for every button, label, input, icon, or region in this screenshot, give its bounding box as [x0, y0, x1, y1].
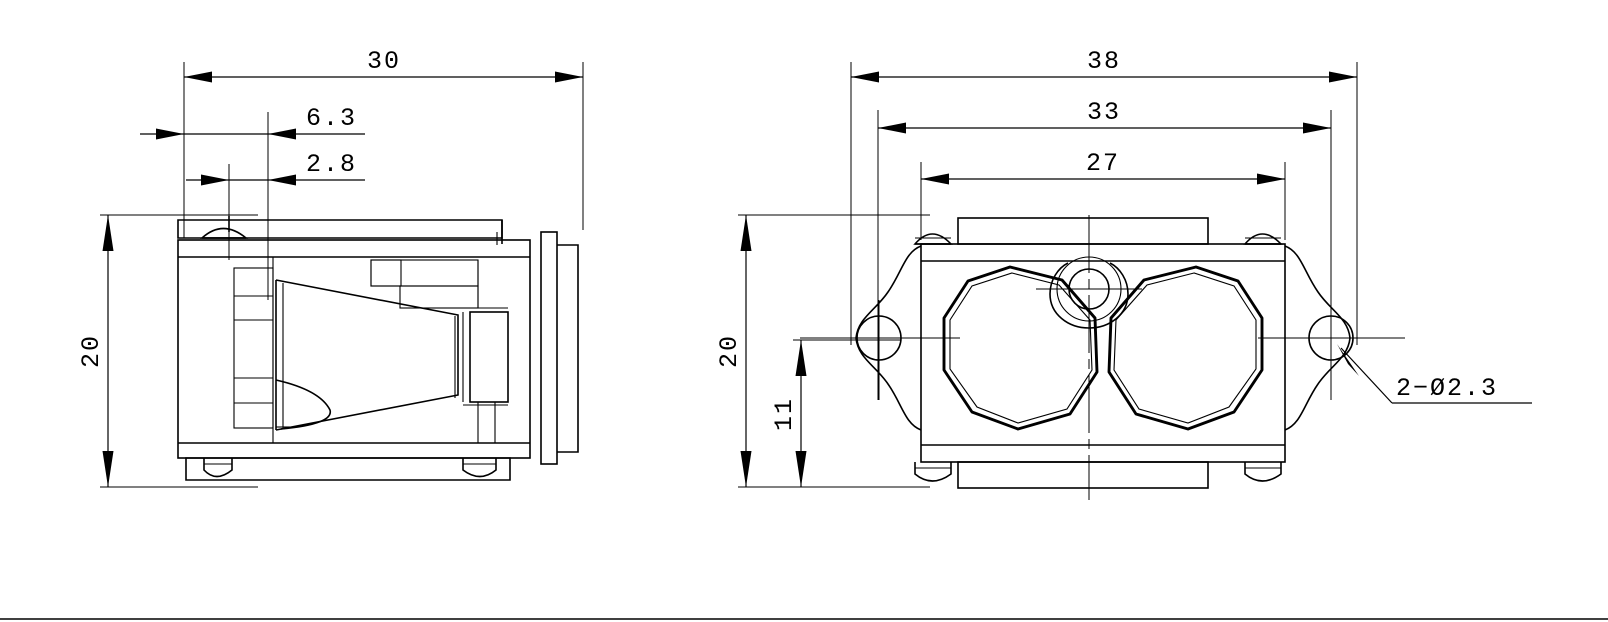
right-internal-plunger: [454, 307, 509, 443]
dim-label-30: 30: [367, 47, 401, 76]
right-flange-step: [557, 244, 579, 453]
bottom-rivet-right-body: [462, 458, 497, 478]
front-bottom-rivet-left: [914, 462, 952, 482]
hole-callout-label: 2−Ø2.3: [1396, 374, 1498, 403]
front-bottom-rivet-right: [1244, 462, 1282, 482]
arrowhead-right-27: [1257, 173, 1285, 185]
dim-label-33: 33: [1087, 98, 1121, 127]
right-view-center-lines: [800, 215, 1405, 500]
front-bottom-rivet-right-body: [1244, 462, 1282, 482]
arrowhead-right-38: [1329, 71, 1357, 83]
left-view-geometry: [177, 216, 579, 481]
dim-label-28: 2.8: [306, 150, 357, 179]
arrowhead-hole-callout: [1337, 344, 1359, 376]
dim-label-38: 38: [1087, 47, 1121, 76]
arrowhead-top-11: [795, 340, 807, 376]
dim-label-20-right: 20: [715, 334, 744, 368]
dimension-2-8: 2.8: [186, 150, 365, 186]
bottom-rivet-right: [462, 458, 497, 478]
arrowhead-bottom-11: [795, 451, 807, 487]
arrowhead-top-20-right: [740, 215, 752, 251]
plunger-body: [469, 311, 509, 403]
right-view-extension-lines: [738, 62, 1358, 488]
block-upper-2: [370, 259, 402, 287]
arrowhead-left-38: [851, 71, 879, 83]
right-flange-plate: [540, 231, 558, 465]
opening-left: [942, 265, 1099, 431]
arrowhead-bottom-20-right: [740, 451, 752, 487]
dim-label-63: 6.3: [306, 104, 357, 133]
front-bottom-base-plate: [957, 461, 1209, 489]
upper-internal-blocks: [370, 259, 479, 309]
bottom-rivet-left: [203, 458, 233, 478]
arrowhead-left-33: [878, 122, 906, 134]
dimension-11: 11: [770, 340, 807, 487]
bottom-base-plate: [185, 457, 511, 481]
arrowhead-inner-right-63: [268, 128, 296, 140]
arrowhead-top-20-left: [102, 215, 114, 251]
left-side-view: 30 6.3 2.8 20: [77, 47, 584, 488]
right-front-view: 38 33 27 20 11: [715, 47, 1532, 500]
hole-callout-leader: 2−Ø2.3: [1337, 344, 1532, 404]
dim-label-27: 27: [1086, 149, 1120, 178]
dimension-6-3: 6.3: [140, 104, 365, 140]
dimension-20-right: 20: [715, 215, 752, 487]
opening-right-inner: [1113, 272, 1257, 424]
dim-label-11: 11: [770, 397, 799, 431]
arrowhead-bottom-20-left: [102, 451, 114, 487]
dimension-38: 38: [851, 47, 1357, 83]
bottom-rivet-left-body: [203, 458, 233, 478]
opening-left-inner: [949, 272, 1093, 424]
opening-right: [1107, 265, 1264, 431]
arrowhead-inner-left-63: [156, 128, 184, 140]
cone-section-outline: [275, 279, 459, 431]
front-bottom-rivet-left-body: [914, 462, 952, 482]
cone-inner-curve: [275, 379, 331, 430]
dimension-27: 27: [921, 149, 1285, 185]
left-view-extension-lines: [100, 62, 584, 488]
arrowhead-inner-right-28: [268, 174, 296, 186]
arrowhead-left-30: [184, 71, 212, 83]
arrowhead-right-33: [1303, 122, 1331, 134]
dim-label-20-left: 20: [77, 334, 106, 368]
dimension-33: 33: [878, 98, 1331, 134]
dimension-30: 30: [184, 47, 583, 83]
arrowhead-inner-left-28: [201, 174, 229, 186]
arrowhead-left-27: [921, 173, 949, 185]
arrowhead-right-30: [555, 71, 583, 83]
dimension-20-left: 20: [77, 215, 114, 487]
leader-line-segment: [1340, 347, 1393, 404]
